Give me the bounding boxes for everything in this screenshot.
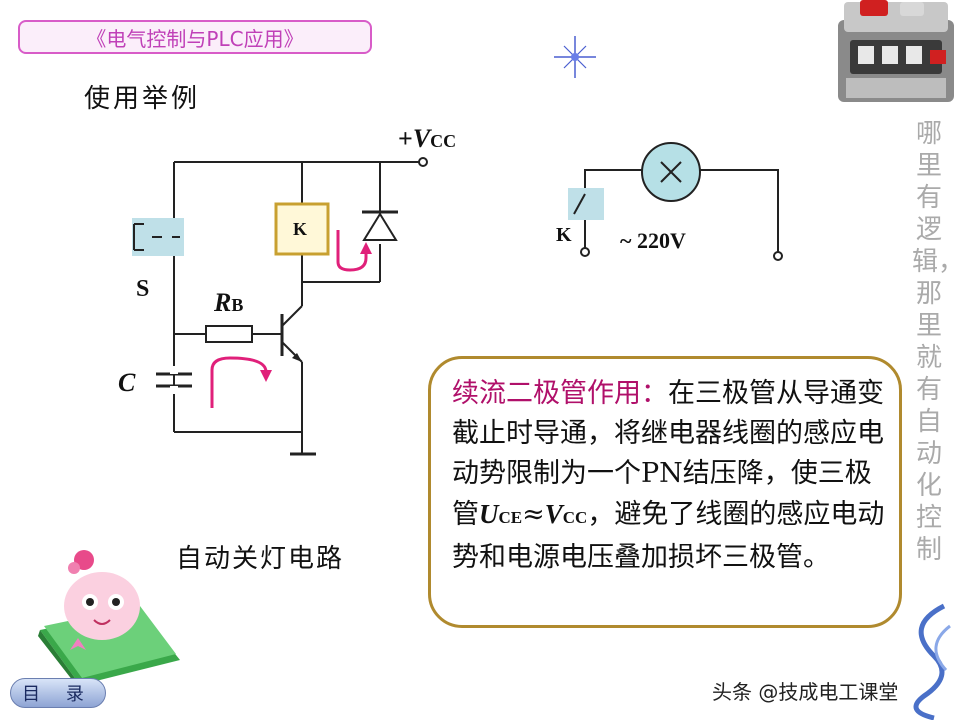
relay-contact-k — [568, 188, 604, 220]
course-title: 《电气控制与PLC应用》 — [18, 20, 372, 54]
base-current-arrow — [210, 356, 268, 408]
thermal-relay-image — [838, 0, 954, 102]
note-box — [428, 356, 902, 628]
resistor-label: RB — [214, 288, 244, 317]
switch-label: S — [136, 276, 150, 302]
watermark: 头条 @技成电工课堂 — [712, 680, 899, 704]
lamp-load-circuit — [568, 142, 783, 261]
voltage-label: ~ 220V — [620, 228, 686, 253]
note-text: 续流二极管作用：在三极管从导通变截止时导通，将继电器线圈的感应电动势限制为一个P… — [452, 378, 885, 573]
mascot-book-image — [38, 550, 180, 690]
side-slogan: 哪里有逻辑，那里就有自动化控制 — [912, 119, 960, 565]
resistor-rb — [205, 325, 253, 343]
capacitor-label: C — [118, 368, 136, 397]
vcc-label: +VCC — [398, 124, 457, 153]
freewheel-diode — [362, 210, 398, 241]
circuit-caption: 自动关灯电路 — [176, 544, 345, 574]
relay-label: K — [293, 219, 308, 239]
menu-button[interactable]: 目 录 — [10, 678, 106, 708]
sparkle-icon — [554, 36, 596, 78]
relay-coil-k — [274, 202, 330, 256]
contact-label: K — [556, 224, 572, 246]
auto-light-off-circuit — [132, 157, 428, 456]
ornament-swirl — [913, 603, 951, 720]
slide-heading: 使用举例 — [84, 84, 201, 114]
note-lead: 续流二极管作用： — [452, 378, 668, 409]
freewheel-current-arrow — [336, 230, 368, 272]
